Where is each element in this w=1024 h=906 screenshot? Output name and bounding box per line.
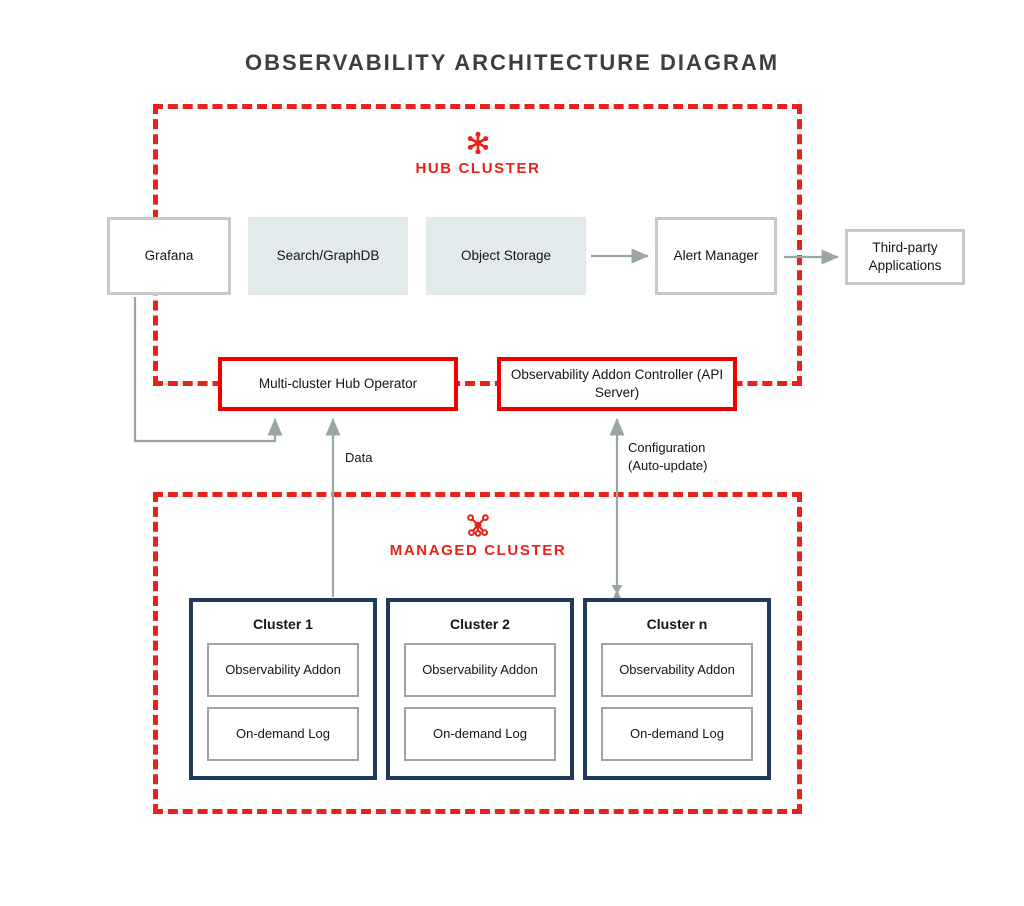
hub-cluster-header: HUB CLUSTER [378,130,578,177]
cluster-ondemand-log[interactable]: On-demand Log [404,707,556,761]
cluster-title: Cluster n [646,616,708,632]
cluster-observability-addon[interactable]: Observability Addon [207,643,359,697]
cluster-card[interactable]: Cluster 1 Observability Addon On-demand … [189,598,377,780]
node-multicluster-hub-operator[interactable]: Multi-cluster Hub Operator [218,357,458,411]
node-search-graphdb[interactable]: Search/GraphDB [248,217,408,295]
node-observability-addon-controller[interactable]: Observability Addon Controller (API Serv… [497,357,737,411]
managed-cluster-zone [153,492,802,814]
cluster-observability-addon[interactable]: Observability Addon [601,643,753,697]
hub-cluster-icon [467,131,489,155]
cluster-title: Cluster 1 [253,616,313,632]
hub-cluster-label: HUB CLUSTER [415,160,541,177]
managed-cluster-label: MANAGED CLUSTER [389,542,567,559]
cluster-ondemand-log[interactable]: On-demand Log [601,707,753,761]
edge-label-data: Data [345,450,373,465]
node-third-party-applications[interactable]: Third-party Applications [845,229,965,285]
page-title: OBSERVABILITY ARCHITECTURE DIAGRAM [244,50,780,75]
managed-cluster-header: MANAGED CLUSTER [378,512,578,559]
edge-label-configuration: Configuration (Auto-update) [628,440,708,473]
node-alert-manager[interactable]: Alert Manager [655,217,777,295]
node-object-storage[interactable]: Object Storage [426,217,586,295]
cluster-title: Cluster 2 [450,616,510,632]
cluster-card[interactable]: Cluster 2 Observability Addon On-demand … [386,598,574,780]
node-grafana[interactable]: Grafana [107,217,231,295]
cluster-ondemand-log[interactable]: On-demand Log [207,707,359,761]
cluster-observability-addon[interactable]: Observability Addon [404,643,556,697]
cluster-card[interactable]: Cluster n Observability Addon On-demand … [583,598,771,780]
managed-cluster-icon [467,514,489,537]
